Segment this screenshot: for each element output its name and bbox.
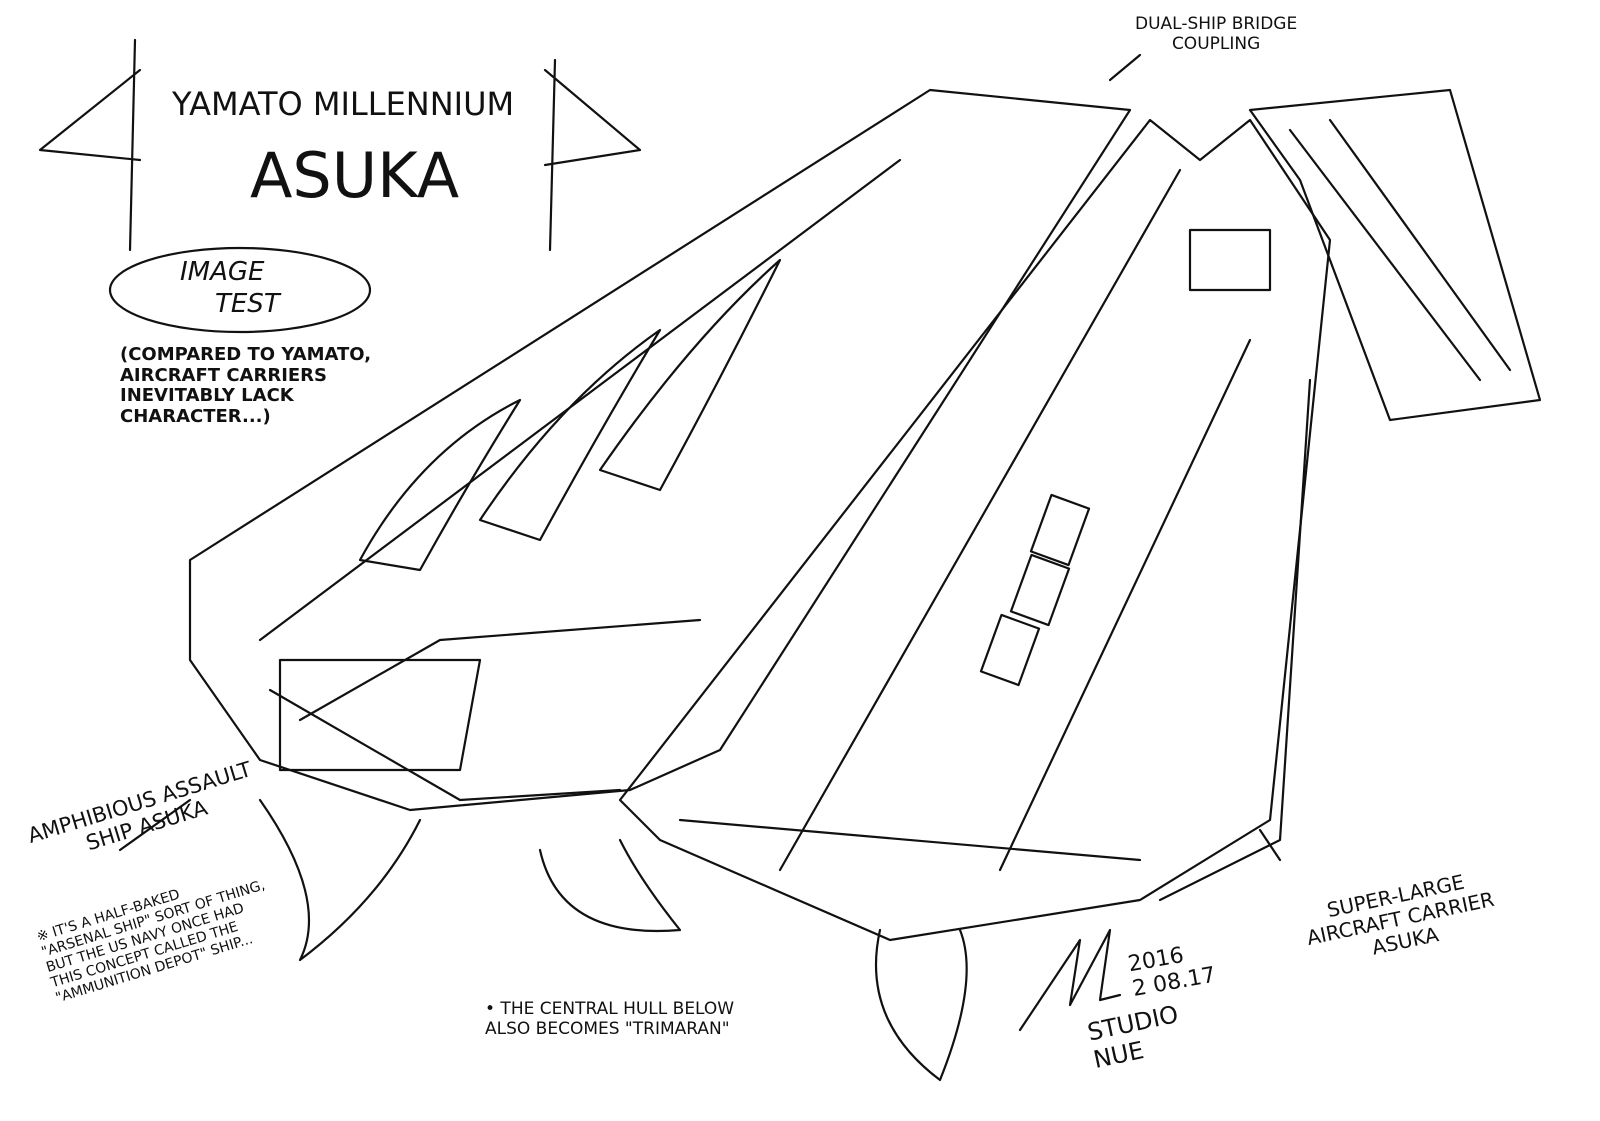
note-compare: (Compared to Yamato, aircraft carriers i… (120, 344, 372, 428)
image-test-stamp-outline (108, 246, 372, 334)
amphibious-hull (188, 88, 1132, 812)
artist-signature (1018, 928, 1122, 1032)
title-line1: Yamato Millennium (172, 85, 515, 123)
label-central-hull: • The central hull below also becomes "T… (485, 999, 735, 1039)
title-bracket (38, 38, 642, 252)
title-line2: Asuka (250, 139, 460, 212)
stamp-line2: Test (215, 289, 280, 319)
stamp-line1: Image (180, 257, 265, 287)
label-bridge-coupling: Dual-ship bridge coupling (1135, 14, 1298, 54)
carrier-hull (1248, 88, 1542, 422)
lower-hulls (258, 798, 968, 1082)
